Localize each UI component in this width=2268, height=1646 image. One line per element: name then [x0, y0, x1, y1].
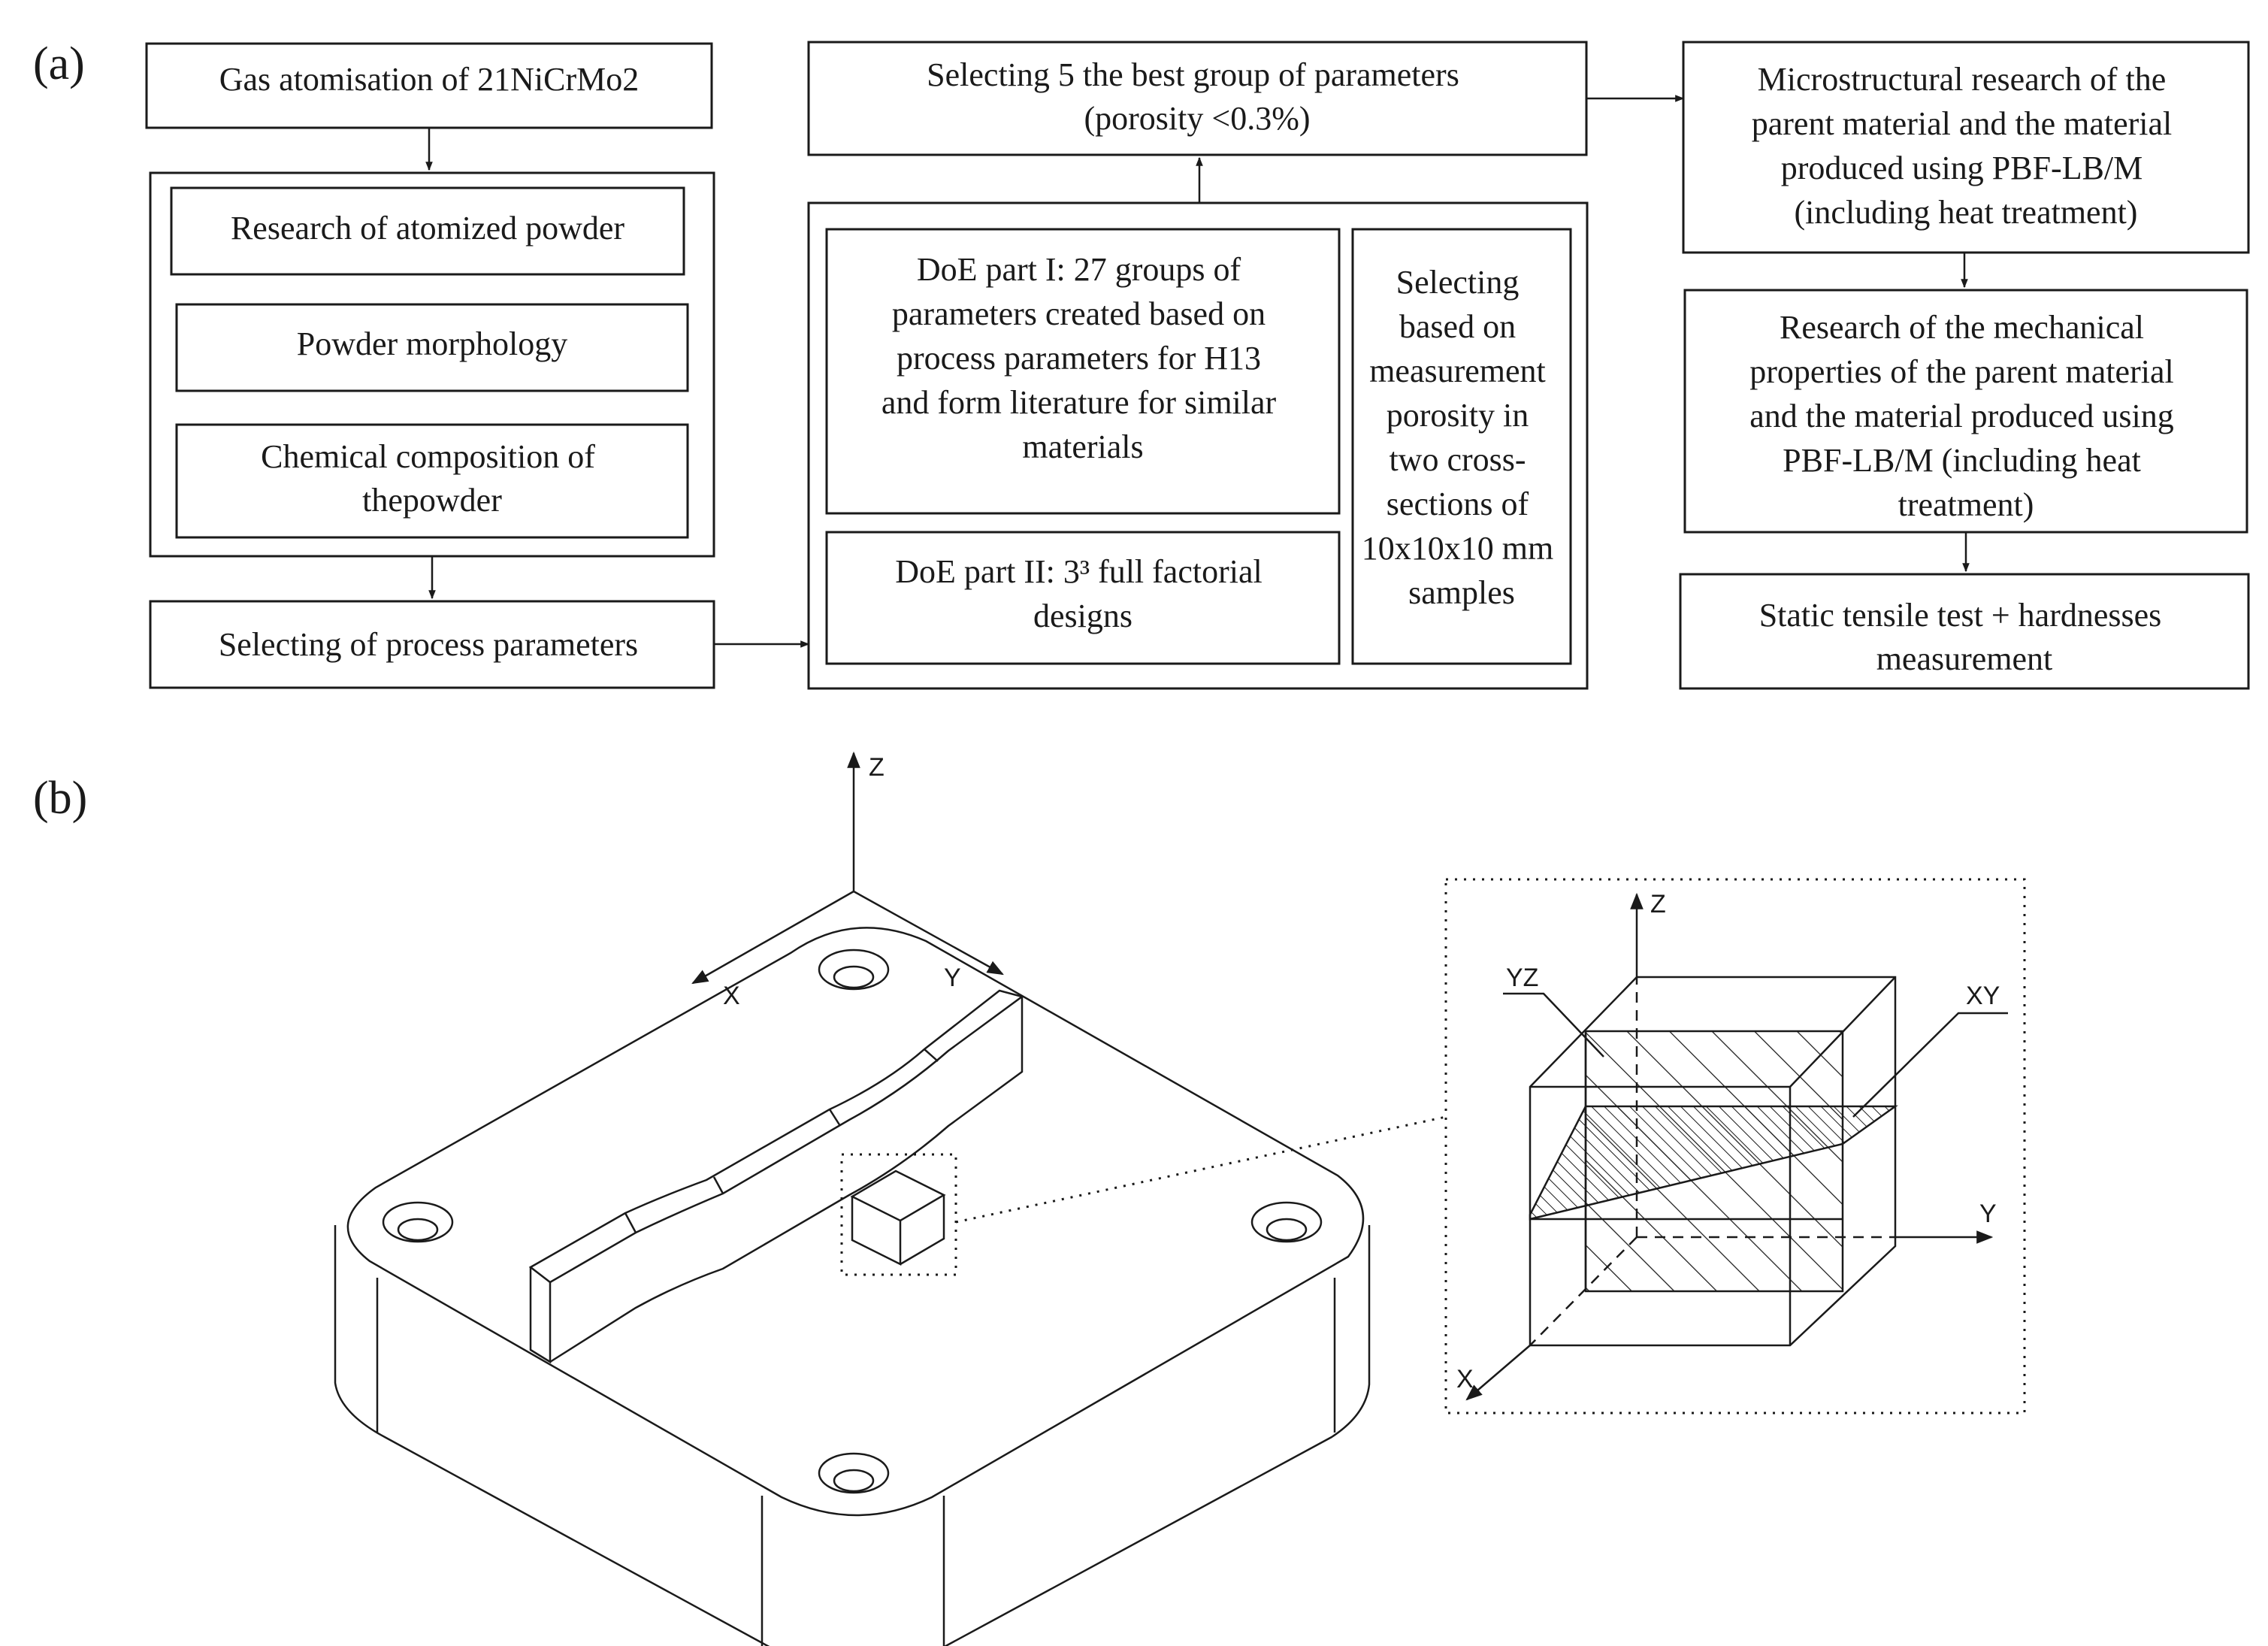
research-powder-text: Research of atomized powder — [231, 210, 624, 247]
box-doe-part1 — [825, 228, 1341, 515]
small-cube — [840, 1153, 957, 1276]
yz-label: YZ — [1506, 964, 1538, 992]
gas-atomisation-text: Gas atomisation of 21NiCrMo2 — [219, 61, 640, 98]
powder-morphology-text: Powder morphology — [297, 325, 568, 362]
main-axes: Z X Y — [691, 751, 1004, 1010]
main-y-label: Y — [944, 964, 961, 992]
box-doe-group — [807, 201, 1589, 690]
detail-y-label: Y — [1979, 1200, 1997, 1228]
specimen-top — [528, 989, 1024, 1284]
detail-x-label: X — [1456, 1365, 1474, 1393]
box-chemical-composition — [175, 423, 689, 539]
box-microstructural — [1682, 41, 2250, 254]
small-cube-left — [851, 1197, 902, 1266]
yz-leader — [1503, 992, 1604, 1057]
tensile-text: Static tensile test + hardnesses measure… — [1759, 597, 2170, 677]
specimen-shoulder-4 — [924, 1048, 939, 1062]
box-selecting-measurement — [1351, 228, 1572, 665]
panel-b-label: (b) — [33, 773, 87, 824]
box-powder-morphology — [175, 303, 689, 392]
doe-part2-text: DoE part II: 3³ full factorial designs — [895, 553, 1270, 634]
detail-cube-edge-b — [1789, 976, 1896, 1088]
xy-leader — [1852, 1012, 2008, 1118]
main-z-label: Z — [869, 753, 885, 782]
mechanical-text: Research of the mechanical properties of… — [1749, 309, 2182, 523]
hole-top — [818, 949, 890, 991]
small-cube-top — [850, 1169, 946, 1222]
panel-a-label: (a) — [33, 38, 85, 89]
box-selecting-best — [807, 41, 1588, 156]
hole-left — [382, 1201, 454, 1243]
panel-b: (b) Z X Y — [33, 751, 2026, 1646]
plate-left-side — [334, 1225, 770, 1646]
specimen-shoulder-1 — [624, 1212, 637, 1233]
selecting-best-text: Selecting 5 the best group of parameters… — [927, 56, 1468, 137]
xy-label: XY — [1966, 982, 2000, 1010]
specimen-end-left — [529, 1267, 552, 1364]
doe-part1-text: DoE part I: 27 groups of parameters crea… — [881, 251, 1284, 465]
build-plate — [334, 927, 1371, 1646]
selecting-process-text: Selecting of process parameters — [219, 626, 638, 663]
detail-frame — [1444, 878, 2026, 1415]
plate-right-side — [943, 1225, 1371, 1646]
detail-z-label: Z — [1650, 890, 1666, 918]
xy-plane — [1529, 1105, 1898, 1221]
specimen-front-side — [549, 997, 1024, 1363]
detail-view: Z Y X YZ XY — [1444, 878, 2026, 1415]
hole-right — [1250, 1201, 1323, 1243]
specimen-shoulder-2 — [712, 1176, 724, 1194]
detail-x-dashed — [1529, 1236, 1637, 1346]
plate-top-face — [346, 927, 1365, 1517]
microstructural-text: Microstructural research of the parent m… — [1752, 61, 2181, 231]
selecting-measurement-text: Selecting based on measurement porosity … — [1362, 264, 1562, 611]
zoom-leader-line — [955, 1115, 1447, 1224]
main-x-axis — [691, 890, 854, 985]
main-y-axis — [853, 890, 1004, 976]
detail-x-axis — [1465, 1345, 1531, 1401]
hole-bottom — [818, 1452, 890, 1494]
box-tensile — [1679, 573, 2250, 690]
specimen-shoulder-3 — [828, 1109, 842, 1127]
panel-a: (a) Gas atomisation of 21NiCrMo2 Researc… — [33, 38, 2250, 690]
small-cube-right — [900, 1195, 945, 1266]
tensile-specimen — [528, 989, 1024, 1364]
box-doe-part2 — [825, 531, 1341, 665]
box-research-atomized-powder — [170, 186, 685, 276]
chemical-composition-text: Chemical composition of thepowder — [261, 438, 603, 519]
